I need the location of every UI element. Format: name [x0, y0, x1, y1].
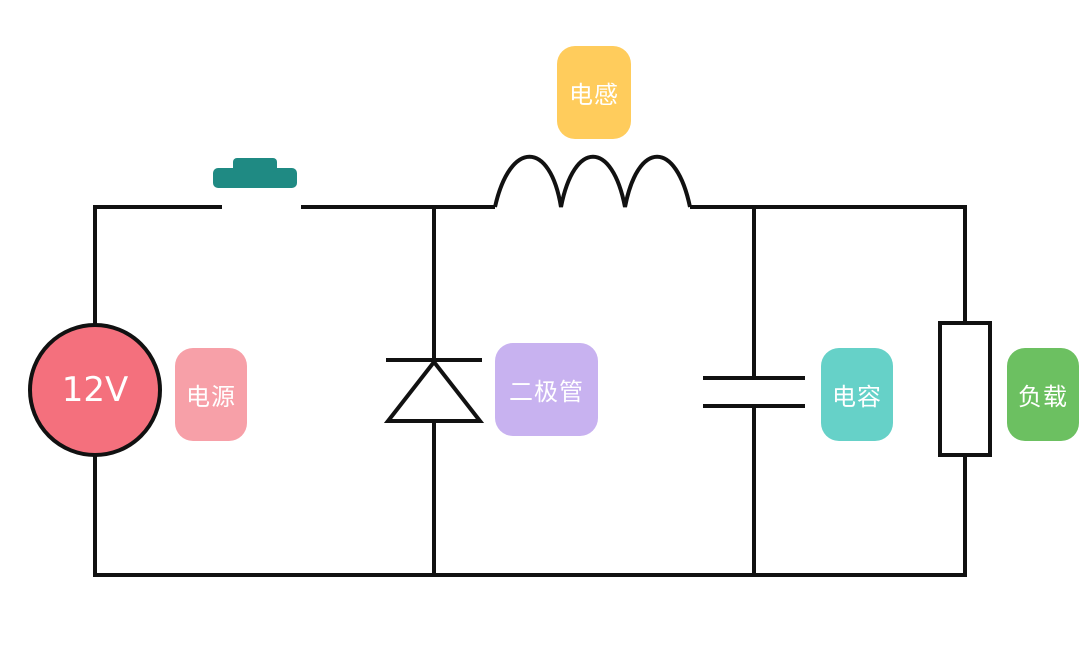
wire-bottom [93, 455, 967, 577]
voltage-source-circle [28, 323, 162, 457]
diode-triangle [383, 358, 485, 423]
wire-top-right [690, 205, 967, 323]
capacitor-tag: 电容 [821, 348, 893, 441]
diode-tag: 二极管 [495, 343, 598, 436]
load-resistor [938, 321, 992, 457]
load-tag: 负载 [1007, 348, 1079, 441]
inductor-tag: 电感 [557, 46, 631, 139]
wire-top-left [93, 205, 222, 325]
inductor-coil [493, 154, 692, 208]
source-tag: 电源 [175, 348, 247, 441]
push-switch [213, 158, 297, 188]
voltage-source-label: 12V [61, 370, 129, 410]
